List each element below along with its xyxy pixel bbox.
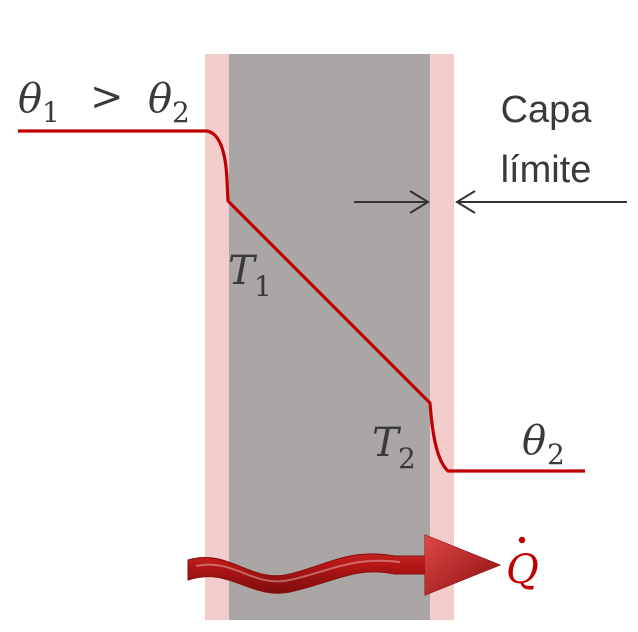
- wall: [229, 54, 430, 620]
- t1-label: T 1: [228, 248, 272, 303]
- capa-label-line1: Capa: [501, 89, 593, 131]
- greater-than-symbol: >: [90, 74, 124, 120]
- heat-flow-arrow: [187, 534, 502, 596]
- theta2-symbol-left: θ: [148, 76, 172, 122]
- theta2-subscript-right: 2: [547, 438, 565, 471]
- t1-subscript: 1: [254, 270, 272, 303]
- temperature-profile: [18, 129, 585, 473]
- left-boundary-layer: [205, 54, 229, 620]
- t2-subscript: 2: [398, 442, 416, 475]
- t2-label: T 2: [372, 420, 416, 475]
- theta1-subscript: 1: [42, 96, 60, 129]
- theta2-right-label: θ 2: [522, 418, 565, 471]
- right-boundary-layer: [430, 54, 454, 620]
- boundary-thickness-arrows: [354, 190, 627, 214]
- theta1-symbol: θ: [18, 76, 42, 122]
- theta1-gt-theta2-label: θ 1 > θ 2: [18, 74, 190, 129]
- t1-symbol: T: [228, 248, 258, 294]
- t2-symbol: T: [372, 420, 402, 466]
- heat-rate-label: Q: [506, 536, 539, 593]
- qdot-dot: [518, 536, 526, 544]
- theta2-subscript-left: 2: [172, 96, 190, 129]
- capa-label-line2: límite: [501, 149, 592, 191]
- theta2-symbol-right: θ: [522, 418, 546, 464]
- qdot-symbol: Q: [506, 547, 539, 593]
